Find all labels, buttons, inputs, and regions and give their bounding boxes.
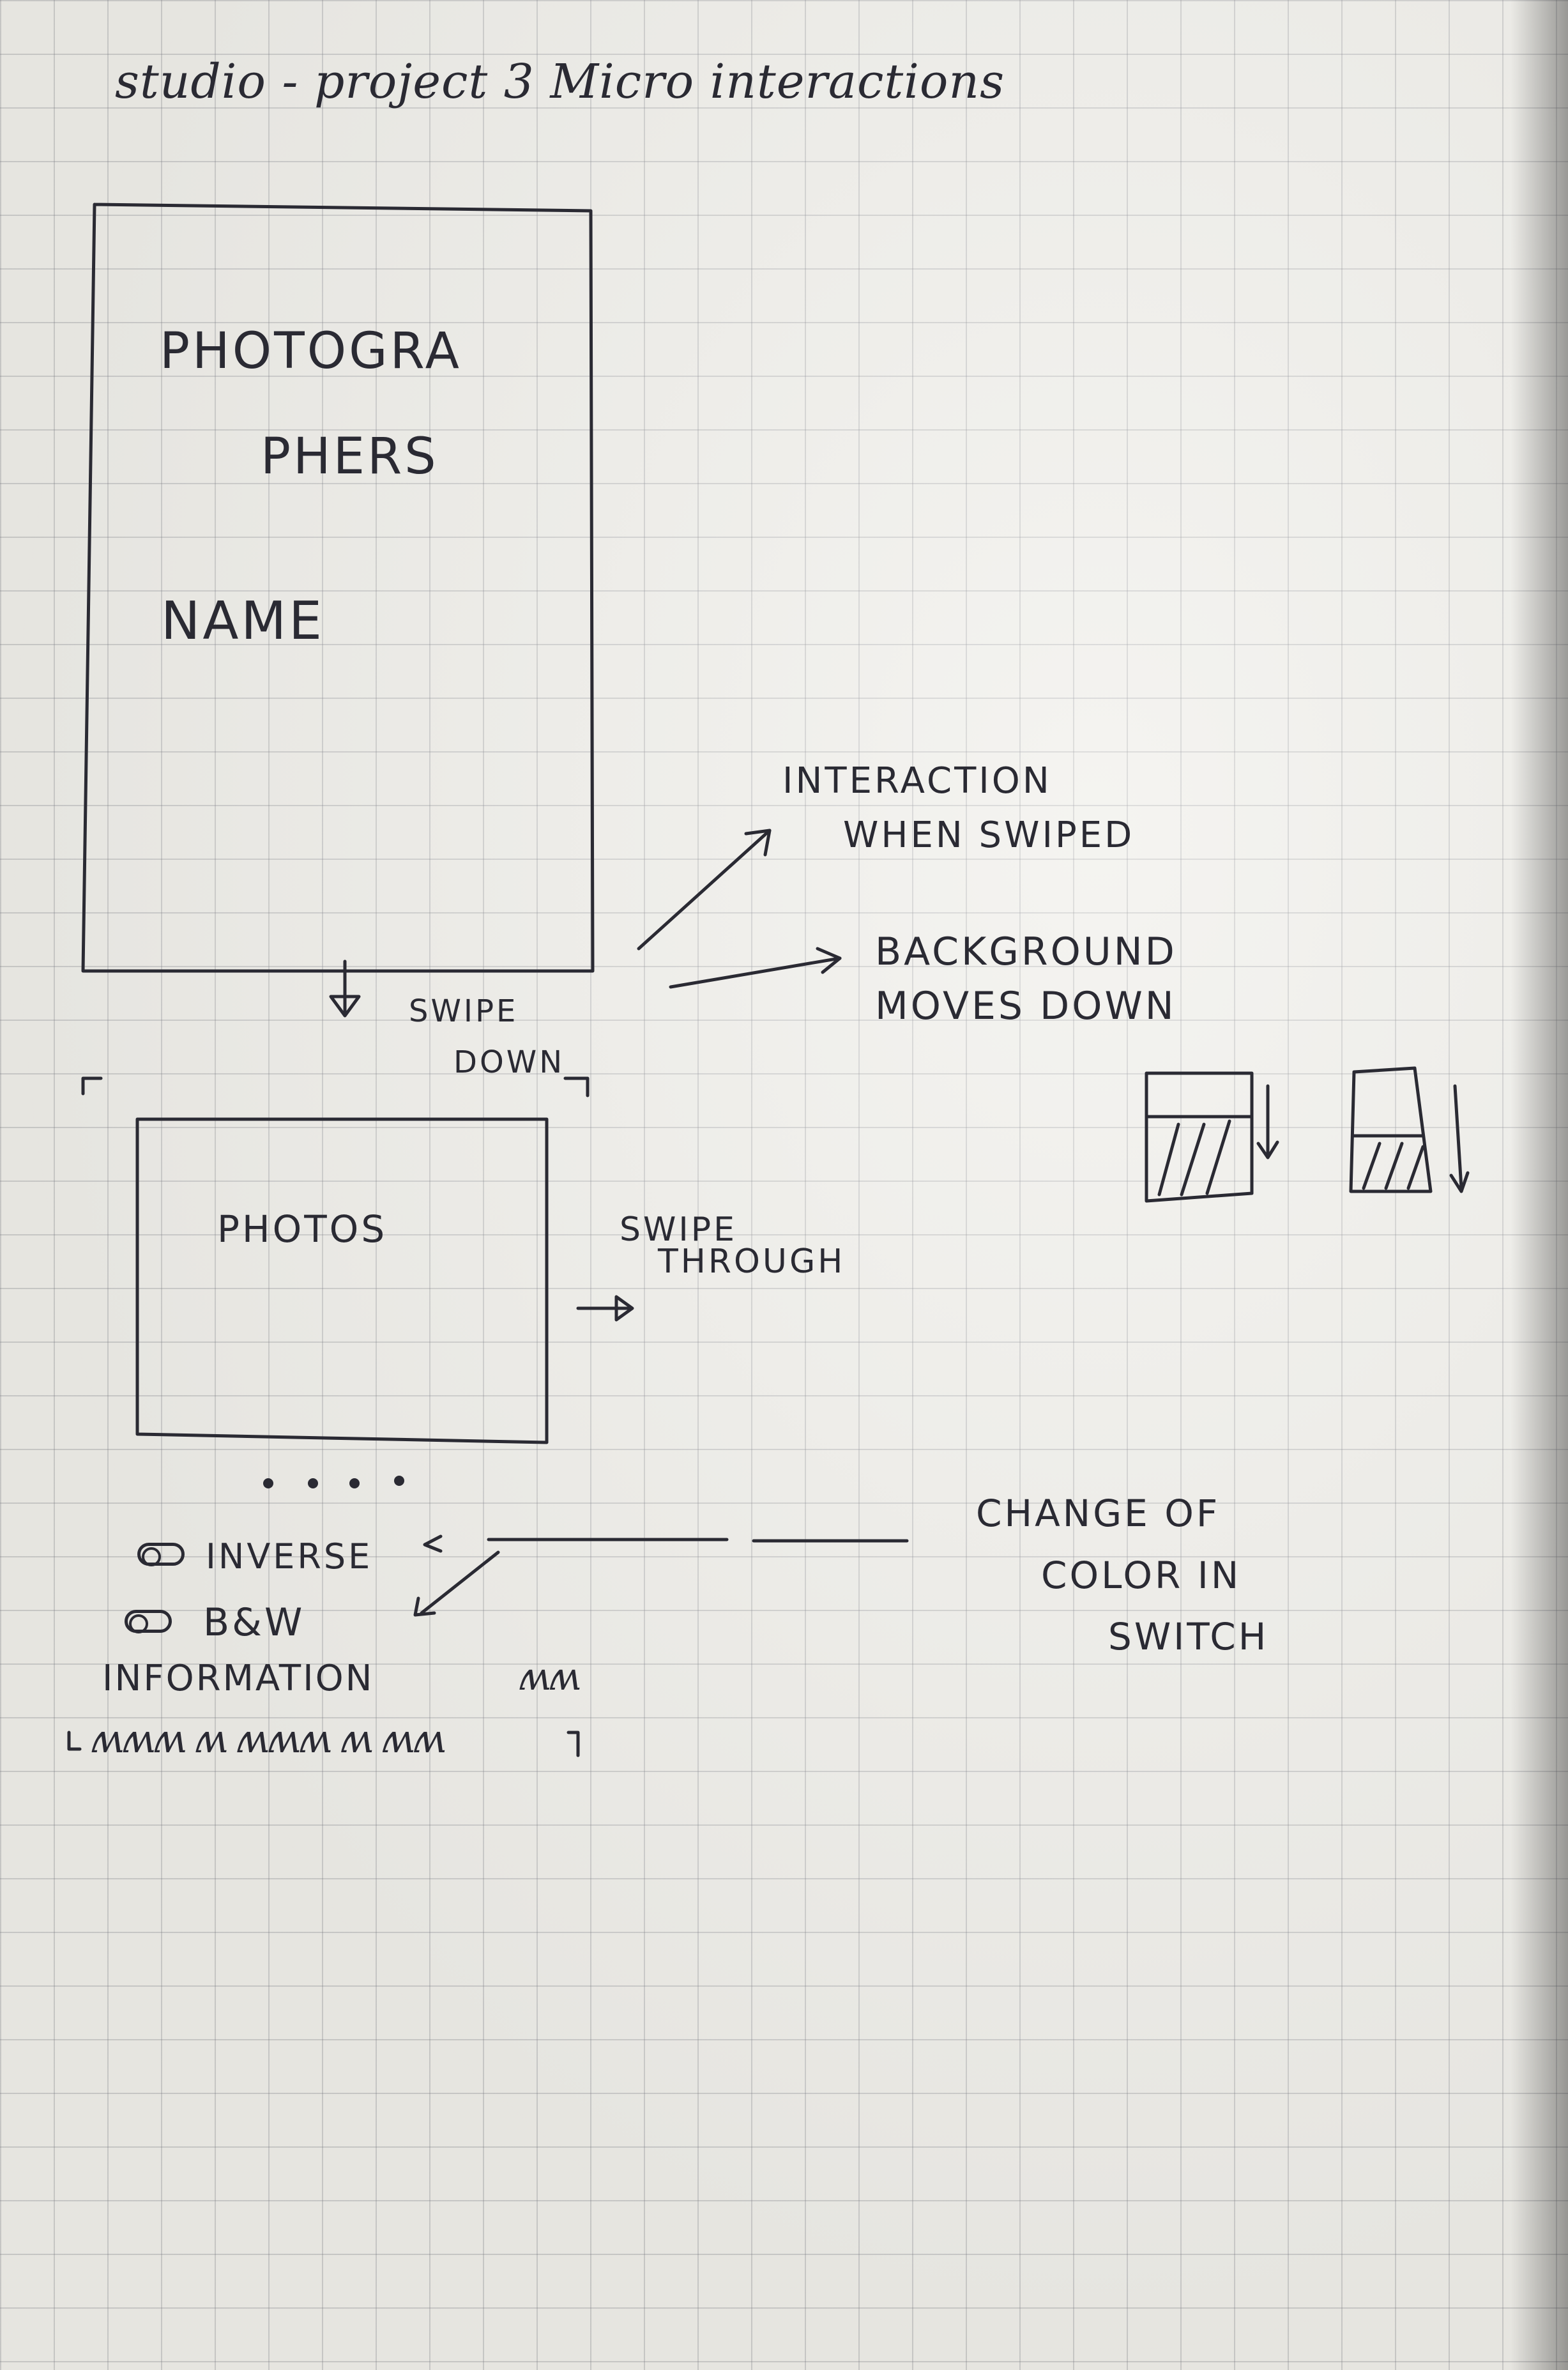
information-label: INFORMATION bbox=[102, 1658, 374, 1699]
bracket-top-left bbox=[81, 1076, 103, 1096]
information-bracket-right bbox=[567, 1731, 580, 1757]
swipe-through-line2: THROUGH bbox=[658, 1242, 846, 1281]
inverse-arrow-icon bbox=[423, 1534, 443, 1553]
background-note-line2: MOVES DOWN bbox=[875, 984, 1176, 1028]
cup-icon-large bbox=[1145, 1071, 1279, 1203]
interaction-note-line2: WHEN SWIPED bbox=[843, 814, 1135, 856]
swipe-through-line1: SWIPE bbox=[620, 1211, 737, 1249]
information-bracket-left bbox=[67, 1731, 82, 1751]
cup-icon-small bbox=[1349, 1066, 1470, 1193]
background-arrow-icon bbox=[669, 947, 842, 989]
swipe-down-line2: DOWN bbox=[453, 1044, 565, 1080]
page-title: studio - project 3 Micro interactions bbox=[115, 54, 1005, 109]
placeholder-scribble: ʍʍ bbox=[517, 1655, 581, 1699]
bracket-top-right bbox=[563, 1076, 590, 1097]
screen1-frame bbox=[81, 203, 595, 973]
bw-toggle-icon[interactable] bbox=[125, 1610, 172, 1633]
interaction-note-line1: INTERACTION bbox=[782, 760, 1052, 802]
background-note-line1: BACKGROUND bbox=[875, 929, 1177, 974]
page-edge-shadow bbox=[1511, 0, 1568, 2370]
photos-frame bbox=[135, 1117, 549, 1444]
placeholder-scribble: ʍʍʍ ʍ ʍʍʍ ʍ ʍʍ bbox=[89, 1715, 446, 1762]
inverse-label: INVERSE bbox=[206, 1536, 373, 1577]
photos-label: PHOTOS bbox=[217, 1207, 388, 1251]
swipe-through-arrow-icon bbox=[576, 1295, 634, 1322]
interaction-arrow-icon bbox=[637, 829, 772, 951]
switch-note-line1: CHANGE OF bbox=[976, 1492, 1221, 1535]
photographers-heading-line1: PHOTOGRA bbox=[160, 323, 462, 380]
name-label: NAME bbox=[161, 591, 324, 652]
bw-arrow-icon bbox=[413, 1596, 436, 1617]
swipe-down-arrow-icon bbox=[329, 959, 361, 1018]
bw-label: B&W bbox=[203, 1600, 305, 1645]
bw-arrow-icon bbox=[420, 1550, 500, 1615]
inverse-toggle-icon[interactable] bbox=[137, 1543, 185, 1566]
switch-note-line3: SWITCH bbox=[1108, 1615, 1269, 1658]
pagination-dots-icon bbox=[263, 1476, 404, 1488]
swipe-down-line1: SWIPE bbox=[409, 993, 519, 1029]
photographers-heading-line2: PHERS bbox=[261, 428, 439, 485]
switch-note-line2: COLOR IN bbox=[1041, 1554, 1242, 1597]
